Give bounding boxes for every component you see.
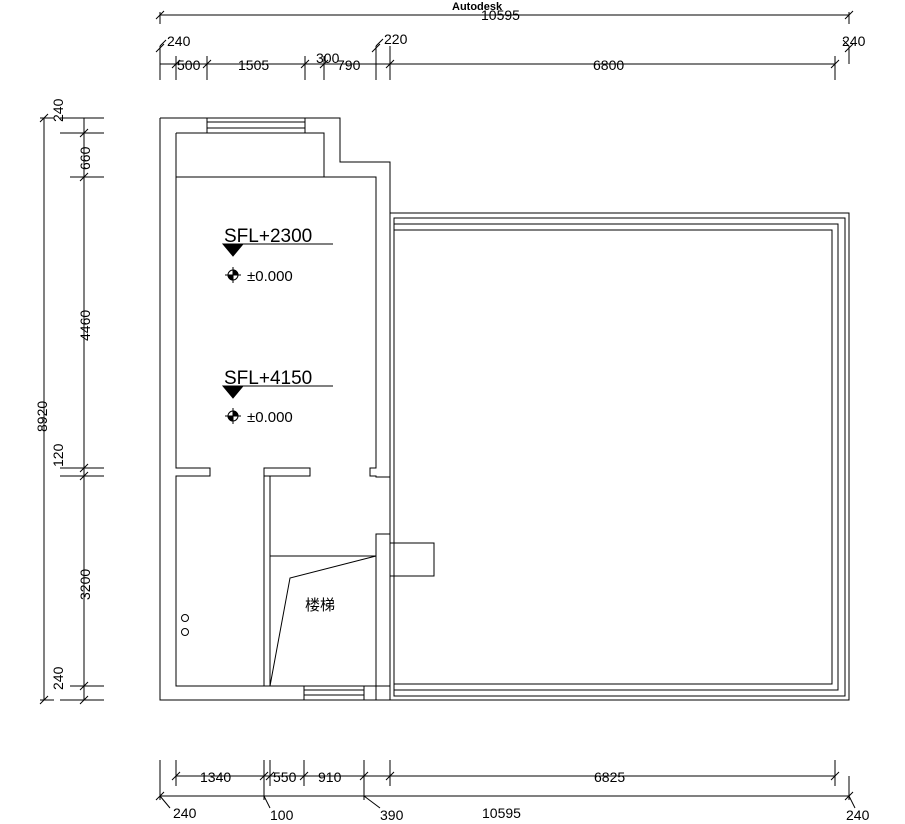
watermark-text: Autodesk (452, 1, 503, 13)
dim-bottom-b: 390 (380, 807, 404, 823)
level-mark-1 (221, 243, 333, 283)
dim-bottom-seg-3: 910 (318, 769, 342, 785)
stair-outline (269, 555, 377, 687)
bottom-dimensions (155, 760, 856, 809)
level-label-2: SFL+4150 (224, 368, 312, 389)
fixture-circle (181, 614, 189, 622)
fixture-circle (181, 628, 189, 636)
dim-top-left-wall: 240 (167, 33, 191, 49)
dim-left-seg-3: 4460 (77, 310, 93, 341)
dim-top-seg-5: 6800 (593, 57, 624, 73)
dim-top-seg-3: 300 (316, 50, 340, 66)
dim-bottom-seg-1: 1340 (200, 769, 231, 785)
level-label-1: SFL+2300 (224, 226, 312, 247)
dim-bottom-seg-4: 6825 (594, 769, 625, 785)
dim-bottom-overall: 10595 (482, 805, 521, 821)
top-window (206, 117, 306, 134)
dim-left-seg-4: 120 (50, 443, 66, 467)
dim-top-right-wall: 240 (842, 33, 866, 49)
dim-bottom-left-wall: 240 (173, 805, 197, 821)
dim-left-seg-5: 3200 (77, 569, 93, 600)
dim-bottom-seg-2: 550 (273, 769, 297, 785)
left-dimensions (39, 113, 104, 705)
dim-left-overall: 8920 (34, 401, 50, 432)
stair-label: 楼梯 (305, 596, 335, 614)
dim-left-seg-6: 240 (50, 666, 66, 690)
dim-top-seg-2: 1505 (238, 57, 269, 73)
dim-top-mid-wall: 220 (384, 31, 408, 47)
bottom-window (303, 685, 364, 701)
stair-column (363, 533, 435, 701)
dim-left-seg-2: 660 (77, 146, 93, 170)
dim-top-seg-4: 790 (337, 57, 361, 73)
dim-bottom-right-wall: 240 (846, 807, 870, 823)
level-mark-2 (221, 385, 333, 424)
dim-top-overall: 10595 (481, 7, 520, 23)
dim-bottom-a: 100 (270, 807, 294, 823)
terrace-outline (389, 212, 850, 701)
dim-top-seg-1: 500 (177, 57, 201, 73)
elevation-label-2: ±0.000 (247, 409, 293, 426)
top-dimensions (155, 10, 854, 80)
dim-left-seg-1: 240 (50, 98, 66, 122)
elevation-label-1: ±0.000 (247, 268, 293, 285)
